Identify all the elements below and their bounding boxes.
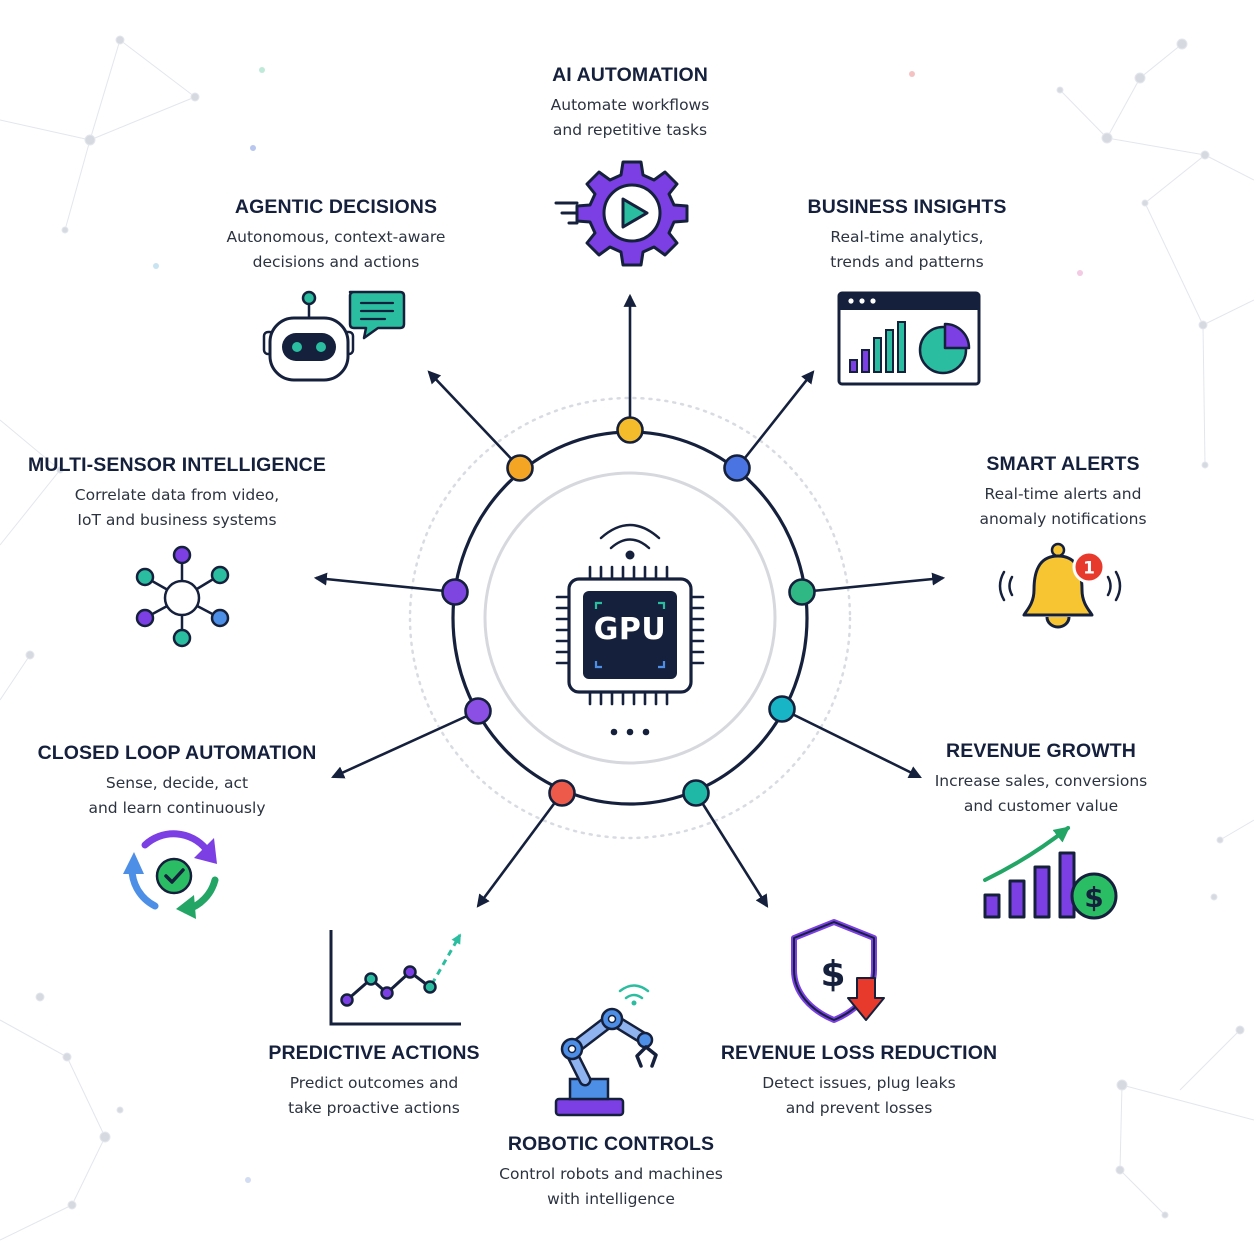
spoke-arrow-smart-alerts xyxy=(801,572,946,594)
node-title: PREDICTIVE ACTIONS xyxy=(268,1042,480,1064)
bell-icon: 1 xyxy=(998,542,1122,629)
node-title: MULTI-SENSOR INTELLIGENCE xyxy=(28,454,326,476)
ring-node-smart-alerts xyxy=(788,578,816,606)
gear-play-icon xyxy=(554,160,689,267)
ring-node-ai-automation xyxy=(616,416,644,444)
node-revenue-growth: REVENUE GROWTH Increase sales, conversio… xyxy=(891,740,1191,819)
node-title: CLOSED LOOP AUTOMATION xyxy=(37,742,317,764)
background-network xyxy=(0,35,1254,1241)
node-agentic-decisions: AGENTIC DECISIONS Autonomous, context-aw… xyxy=(186,196,486,275)
spoke-arrow-predictive-actions xyxy=(476,792,564,908)
spokes xyxy=(313,293,946,908)
cycle-check-icon xyxy=(123,830,219,919)
svg-text:$: $ xyxy=(820,954,845,995)
node-title: AI AUTOMATION xyxy=(552,64,708,86)
node-title: AGENTIC DECISIONS xyxy=(234,196,438,218)
spoke-arrow-agentic-decisions xyxy=(427,370,521,469)
spoke-arrow-closed-loop-automation xyxy=(331,709,479,779)
spoke-arrow-multi-sensor-intelligence xyxy=(313,572,456,594)
node-title: ROBOTIC CONTROLS xyxy=(507,1133,715,1155)
hub-rings xyxy=(408,396,852,840)
spoke-arrow-revenue-loss-reduction xyxy=(694,792,769,908)
node-closed-loop-automation: CLOSED LOOP AUTOMATION Sense, decide, ac… xyxy=(27,742,327,821)
node-revenue-loss-reduction: REVENUE LOSS REDUCTION Detect issues, pl… xyxy=(709,1042,1009,1121)
node-title: BUSINESS INSIGHTS xyxy=(807,196,1007,218)
node-robotic-controls: ROBOTIC CONTROLS Control robots and mach… xyxy=(461,1133,761,1212)
chip-icon xyxy=(555,523,705,736)
robot-chat-icon xyxy=(262,290,406,382)
spoke-arrow-business-insights xyxy=(735,370,815,469)
trend-line-icon xyxy=(329,930,462,1026)
node-business-insights: BUSINESS INSIGHTS Real-time analytics,tr… xyxy=(757,196,1057,275)
chip-label: GPU xyxy=(593,612,667,647)
spoke-arrow-revenue-growth xyxy=(781,707,922,779)
ring-node-closed-loop-automation xyxy=(464,697,492,725)
ellipsis-icon xyxy=(610,728,650,736)
ring-node-agentic-decisions xyxy=(506,454,534,482)
wifi-icon xyxy=(625,550,635,560)
shield-dollar-icon: $ xyxy=(791,919,885,1023)
robot-arm-icon xyxy=(554,984,658,1117)
node-multi-sensor-intelligence: MULTI-SENSOR INTELLIGENCE Correlate data… xyxy=(27,454,327,533)
network-hub-icon xyxy=(135,545,230,648)
node-title: REVENUE LOSS REDUCTION xyxy=(720,1042,998,1064)
ring-nodes xyxy=(441,416,816,807)
ring-node-multi-sensor-intelligence xyxy=(441,578,469,606)
alert-badge: 1 xyxy=(1083,559,1095,579)
growth-chart-icon: $ xyxy=(983,826,1118,920)
ring-node-predictive-actions xyxy=(548,779,576,807)
node-title: REVENUE GROWTH xyxy=(946,740,1136,762)
node-description: Correlate data from video,IoT and busine… xyxy=(74,486,280,529)
ring-node-revenue-loss-reduction xyxy=(682,779,710,807)
dashboard-chart-icon xyxy=(837,291,981,386)
node-description: Real-time analytics,trends and patterns xyxy=(830,228,984,271)
svg-text:$: $ xyxy=(1084,881,1103,914)
ring-node-business-insights xyxy=(723,454,751,482)
ring-node-revenue-growth xyxy=(768,695,796,723)
node-title: SMART ALERTS xyxy=(986,453,1140,475)
